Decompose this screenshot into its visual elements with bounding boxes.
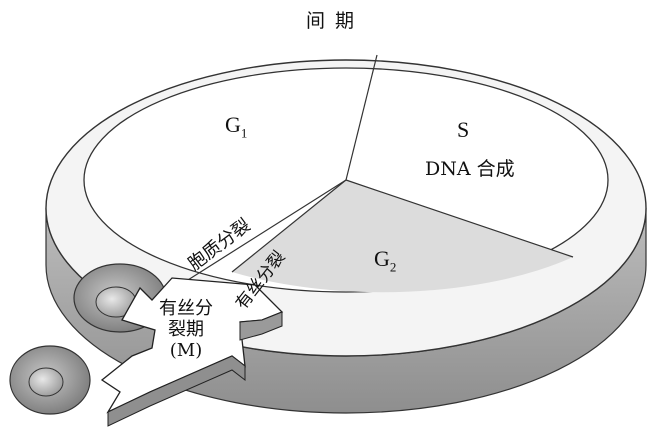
m-phase-label: 有丝分 裂期 (M) [150, 298, 222, 361]
m-arrow-side-2 [239, 311, 283, 341]
daughter-cell-lower [9, 345, 91, 415]
interphase-title: 间 期 [306, 10, 357, 32]
m-phase-line2: 裂期 [168, 319, 204, 340]
g2-label: G2 [374, 246, 397, 275]
g2-m-boundary [231, 179, 347, 273]
m-phase-line1: 有丝分 [159, 298, 213, 319]
m-phase-line3: (M) [169, 340, 203, 361]
s-phase-letter: S [457, 117, 470, 142]
g1-s-boundary [345, 54, 378, 181]
m-arrow-side [107, 355, 246, 427]
g1-label: G1 [225, 112, 248, 141]
m-g1-boundary [179, 179, 347, 286]
g2-sector [232, 180, 573, 293]
s-g2-boundary [345, 179, 574, 258]
s-phase-desc: DNA 合成 [425, 158, 515, 180]
